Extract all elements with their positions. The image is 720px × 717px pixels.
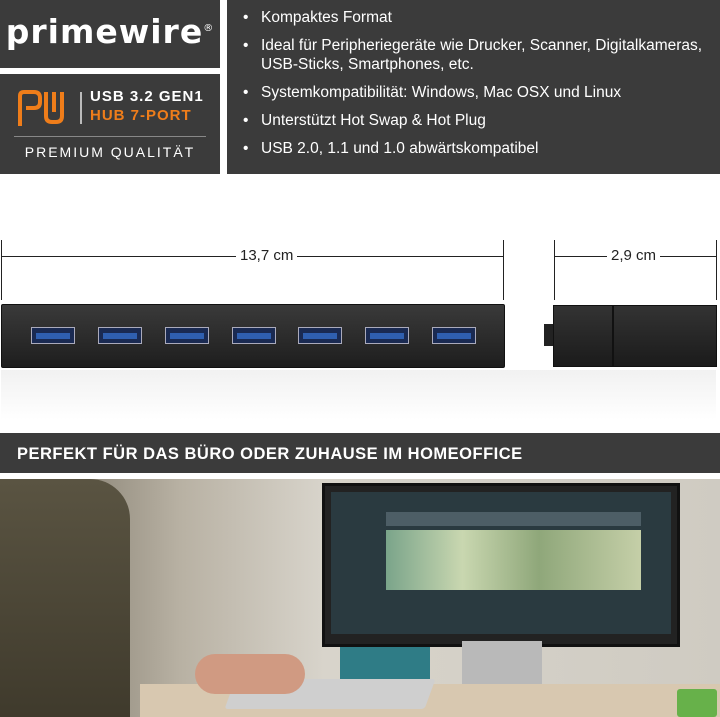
badge-usb-spec: USB 3.2 GEN1 — [90, 88, 204, 105]
person — [0, 479, 130, 717]
power-connector — [544, 324, 553, 346]
feature-item: Systemkompatibilität: Windows, Mac OSX u… — [241, 83, 710, 102]
brand-logo-panel: primewire® — [0, 0, 220, 68]
usb-hub-side-view — [544, 305, 717, 367]
usb-port — [432, 327, 476, 344]
height-tick-left — [554, 240, 555, 300]
height-label: 2,9 cm — [607, 247, 661, 264]
features-list: Kompaktes Format Ideal für Peripherieger… — [227, 0, 720, 158]
pw-monogram-icon — [18, 90, 64, 126]
usb-port — [98, 327, 142, 344]
usb-port — [232, 327, 276, 344]
video-editor-screen — [331, 492, 671, 634]
usb-hub-front-view — [1, 304, 505, 368]
cup — [677, 689, 717, 717]
product-badge: USB 3.2 GEN1 HUB 7-PORT PREMIUM QUALITÄT — [0, 74, 220, 174]
length-tick-right — [503, 240, 504, 300]
usb-port — [165, 327, 209, 344]
badge-tagline: PREMIUM QUALITÄT — [24, 144, 196, 160]
usb-port — [365, 327, 409, 344]
feature-item: Ideal für Peripheriegeräte wie Drucker, … — [241, 36, 710, 74]
features-panel: Kompaktes Format Ideal für Peripherieger… — [227, 0, 720, 174]
badge-divider — [14, 136, 206, 137]
length-tick-left — [1, 240, 2, 300]
usb-port — [31, 327, 75, 344]
usb-port — [298, 327, 342, 344]
usage-banner: PERFEKT FÜR DAS BÜRO ODER ZUHAUSE IM HOM… — [0, 433, 720, 473]
office-photo — [0, 479, 720, 717]
height-tick-right — [716, 240, 717, 300]
badge-hub-ports: HUB 7-PORT — [90, 107, 192, 124]
feature-item: Kompaktes Format — [241, 8, 710, 27]
monitor — [322, 483, 680, 647]
feature-item: Unterstützt Hot Swap & Hot Plug — [241, 111, 710, 130]
product-reflection — [1, 370, 716, 420]
hand — [195, 654, 305, 694]
badge-separator — [80, 92, 82, 124]
brand-logo: primewire® — [5, 12, 215, 51]
feature-item: USB 2.0, 1.1 und 1.0 abwärtskompatibel — [241, 139, 710, 158]
length-label: 13,7 cm — [236, 247, 298, 264]
banner-text: PERFEKT FÜR DAS BÜRO ODER ZUHAUSE IM HOM… — [17, 445, 523, 463]
